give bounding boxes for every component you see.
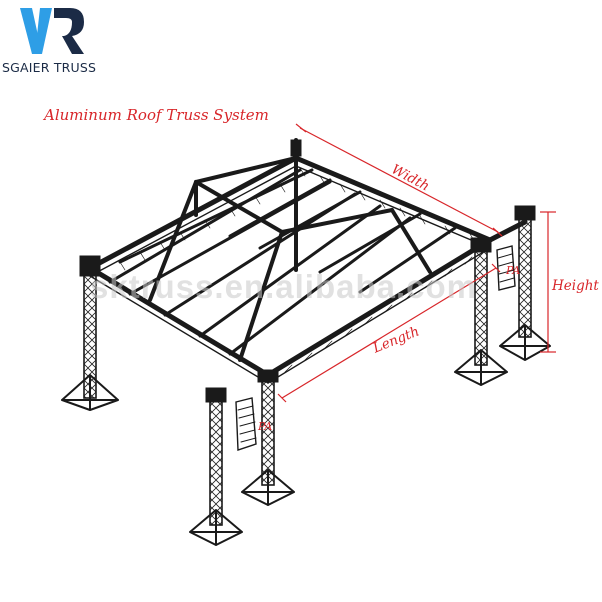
pa-speaker-left: [235, 397, 257, 451]
pa-label-left: PA: [258, 420, 273, 433]
tower-back-right: [499, 205, 551, 361]
pa-label-right: PA: [506, 264, 521, 277]
diagram-title: Aluminum Roof Truss System: [44, 106, 269, 124]
pa-speaker-right: [496, 245, 516, 291]
height-label: Height: [552, 278, 599, 294]
brand-name: SGAIER TRUSS: [2, 60, 97, 75]
tower-left-back: [61, 255, 119, 411]
watermark: sktruss.en.alibaba.com: [90, 268, 477, 305]
dimension-lines: [277, 123, 556, 403]
logo-mark-icon: [20, 8, 84, 54]
tower-front-left: [189, 387, 243, 546]
company-logo: [14, 4, 104, 80]
tower-front-mid: [241, 369, 295, 506]
truss-structure: [61, 138, 551, 546]
